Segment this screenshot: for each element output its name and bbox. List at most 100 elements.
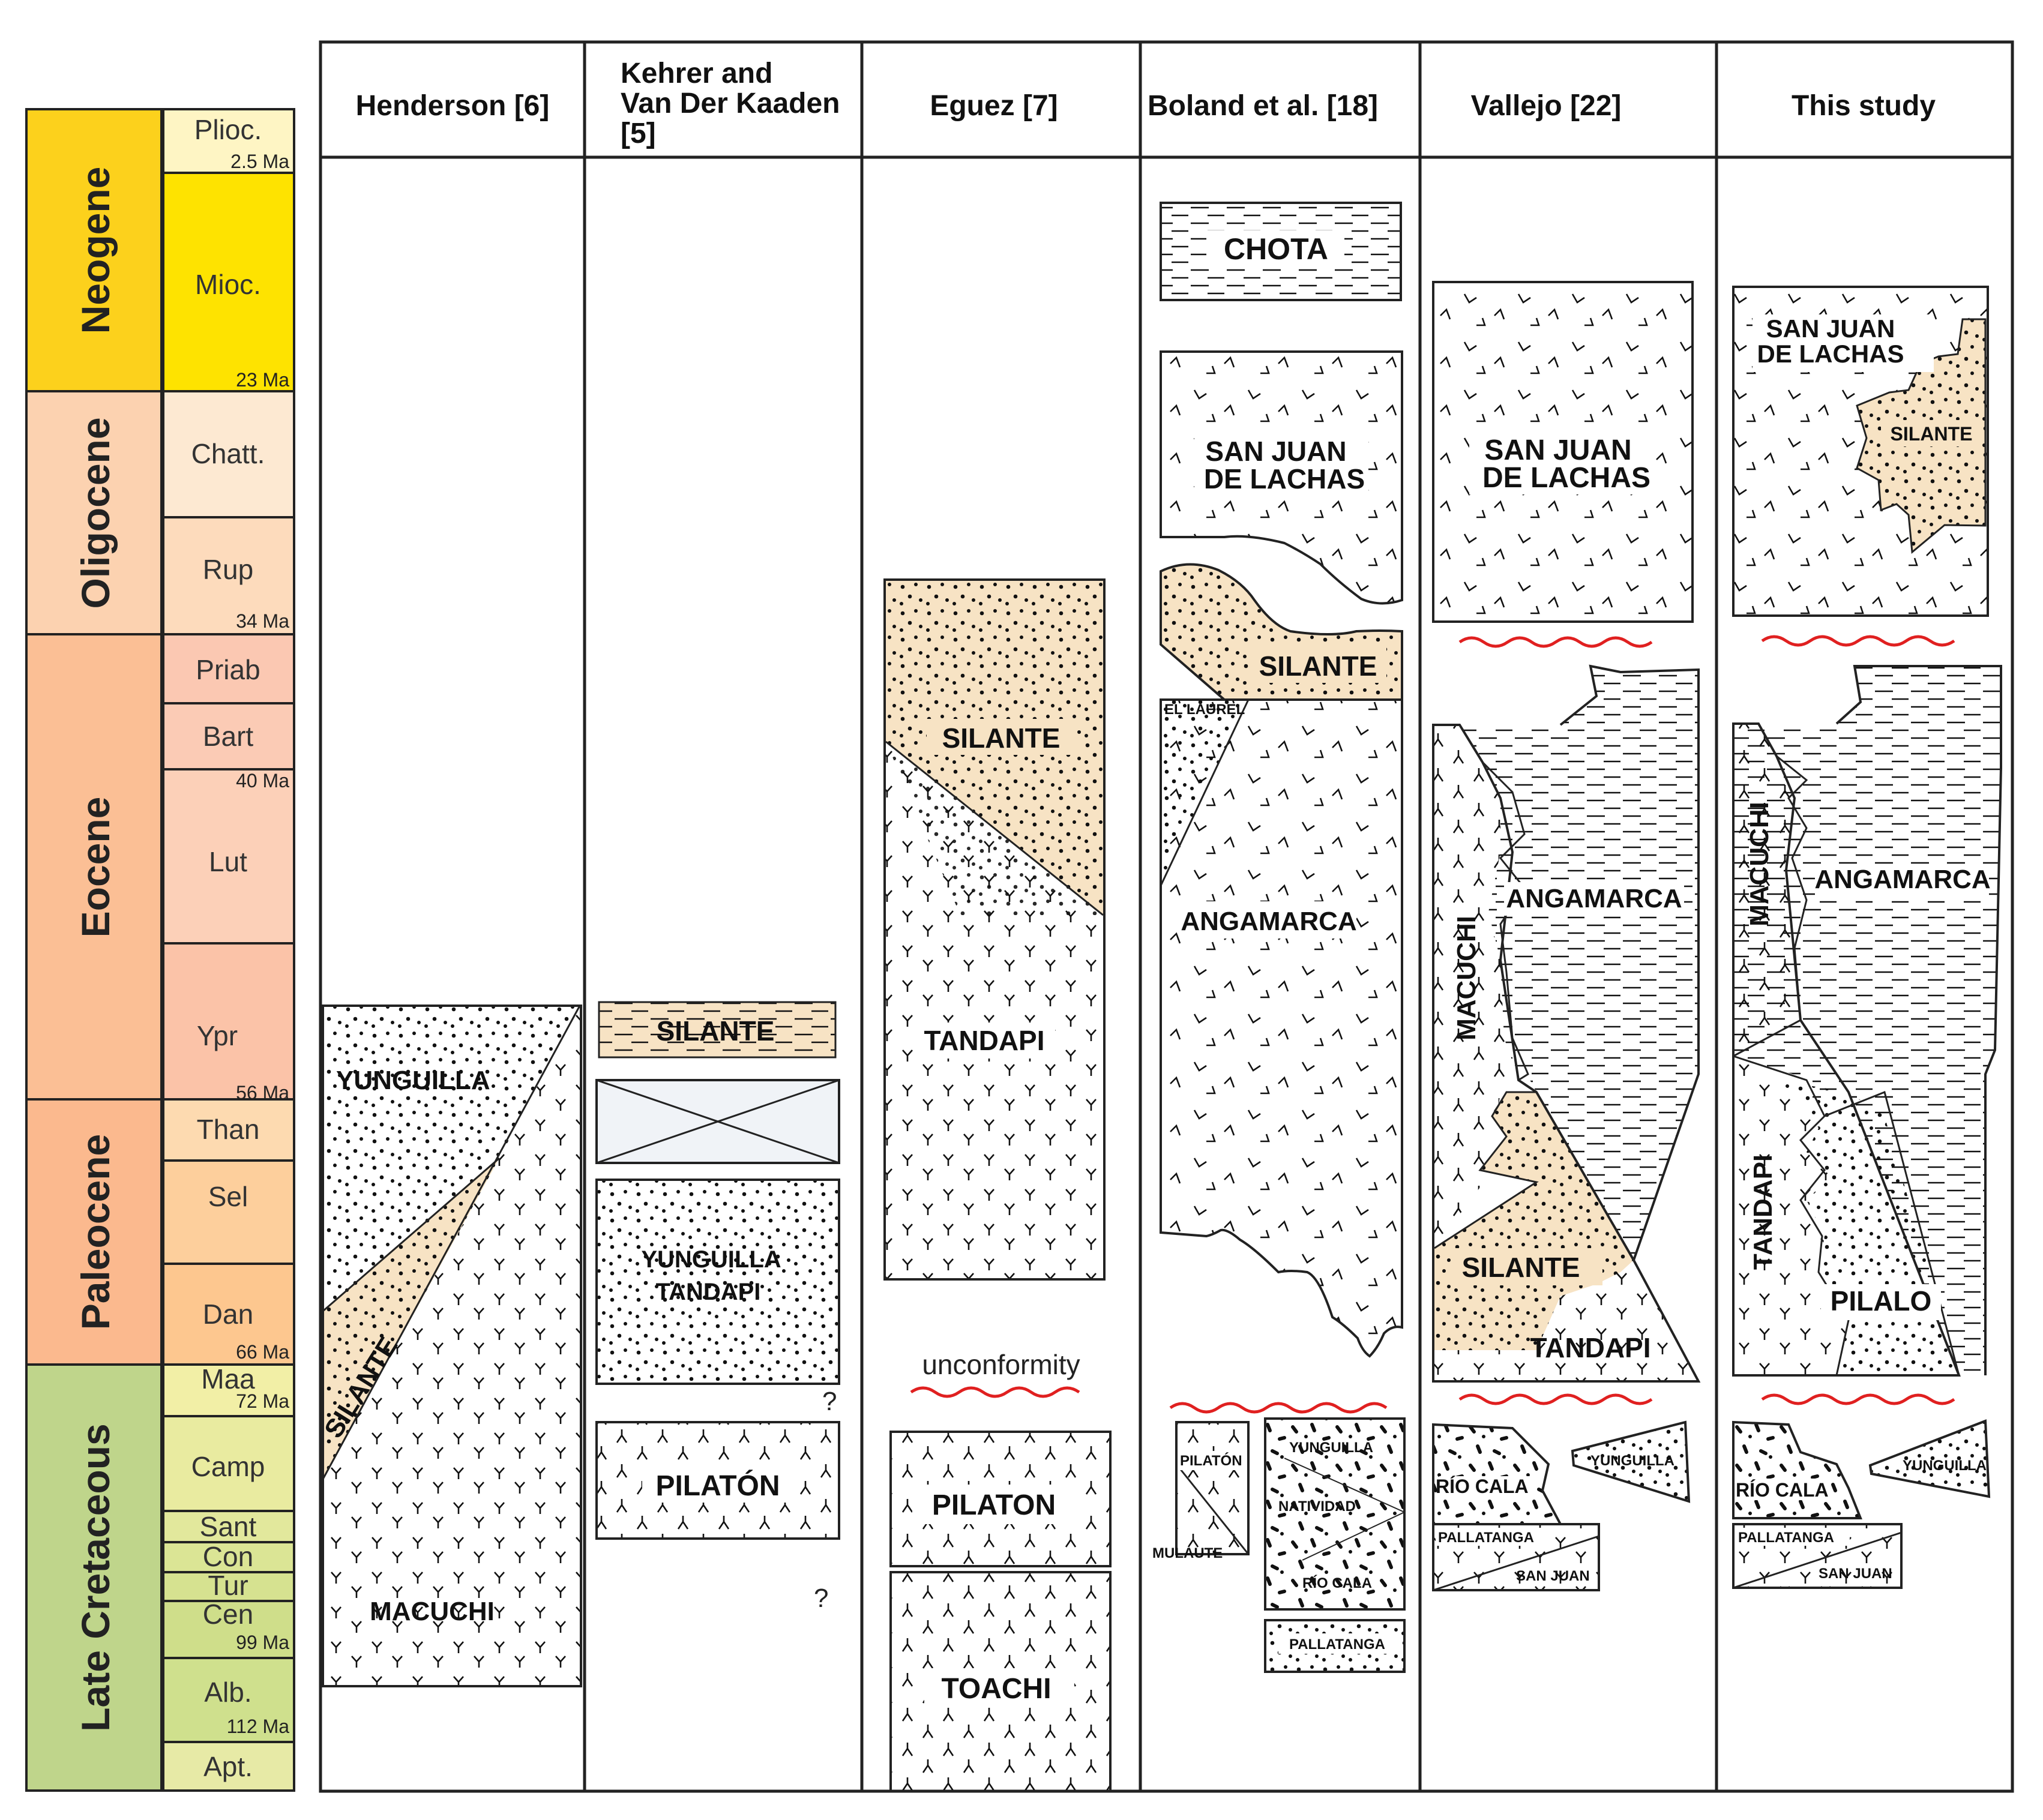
era-eocene	[25, 633, 163, 1101]
stage-plioc	[162, 108, 295, 174]
header-vallejo: Vallejo [22]	[1471, 90, 1622, 122]
henderson-macuchi-unit	[323, 1006, 580, 1685]
eguez-unconformity-line	[910, 1386, 1080, 1398]
study-riocala-unit	[1732, 1420, 1862, 1519]
header-henderson: Henderson [6]	[356, 90, 550, 122]
age-label-34: 34 Ma	[236, 610, 289, 632]
vallejo-unconformity-upper	[1458, 636, 1653, 648]
boland-chota-label: CHOTA	[1224, 232, 1328, 266]
age-label-40: 40 Ma	[236, 770, 289, 791]
vallejo-macuchi-label: MACUCHI	[1452, 916, 1481, 1041]
header-kehrer-line1: Kehrer and	[621, 58, 772, 89]
kehrer-pilaton-label: PILATÓN	[655, 1469, 780, 1502]
study-unconformity-lower	[1761, 1393, 1955, 1405]
vallejo-riocala-unit	[1432, 1423, 1563, 1525]
correlation-table: Henderson [6] Kehrer and Van Der Kaaden …	[319, 40, 2014, 1793]
boland-sanjuan-label-1: SAN JUAN	[1205, 436, 1346, 467]
eguez-unconformity-label: unconformity	[922, 1349, 1080, 1380]
vallejo-rio-cala-label: RÍO CALA	[1436, 1476, 1529, 1497]
henderson-yunguilla-unit	[323, 1006, 580, 1311]
eguez-pilaton-label: PILATON	[932, 1489, 1056, 1521]
eguez-toachi-label: TOACHI	[941, 1673, 1051, 1705]
stage-priab	[162, 633, 295, 704]
stage-tur	[162, 1571, 295, 1602]
stage-label-chatt: Chatt.	[191, 438, 265, 469]
vallejo-angamarca-unit	[1433, 666, 1698, 1260]
study-unconformity-upper	[1761, 635, 1955, 647]
study-pallatanga-label: PALLATANGA	[1738, 1530, 1834, 1546]
stage-label-than: Than	[197, 1114, 260, 1145]
stage-label-lut: Lut	[209, 846, 247, 877]
column-vallejo: SAN JUAN DE LACHAS ANGAMARCA MACUCHI SIL…	[1432, 281, 1701, 1591]
column-kehrer: SILANTE YUNGUILLA TANDAPI ? PILATÓN ?	[595, 1001, 840, 1613]
study-yunguilla-unit	[1868, 1419, 1991, 1498]
boland-pallatanga-label: PALLATANGA	[1289, 1636, 1385, 1653]
era-late-cretaceous	[25, 1363, 163, 1792]
column-eguez: SILANTE TANDAPI unconformity PILATON TOA…	[883, 578, 1112, 1792]
kehrer-silante-label: SILANTE	[657, 1015, 775, 1047]
stage-than	[162, 1098, 295, 1162]
stage-bart	[162, 702, 295, 770]
boland-el-laurel-label: EL LAUREL	[1164, 701, 1245, 718]
era-label-paleocene: Paleocene	[73, 1134, 118, 1330]
kehrer-yunguilla-label: YUNGUILLA	[641, 1246, 781, 1273]
vallejo-silante-unit	[1434, 1092, 1634, 1350]
stage-label-ypr: Ypr	[197, 1020, 238, 1051]
header-kehrer-line2: Van Der Kaaden	[621, 88, 840, 119]
kehrer-question-2: ?	[814, 1584, 828, 1613]
study-sanjuan-label-2: DE LACHAS	[1757, 340, 1904, 368]
study-san-juan-label: SAN JUAN	[1819, 1566, 1892, 1582]
era-paleocene	[25, 1098, 163, 1366]
age-label-112: 112 Ma	[227, 1716, 290, 1737]
column-boland: CHOTA SAN JUAN DE LACHAS SILANTE EL LAUR…	[1152, 202, 1406, 1673]
study-tandapi-label: TANDAPI	[1748, 1155, 1778, 1270]
era-label-late-cretaceous: Late Cretaceous	[73, 1423, 118, 1732]
stage-label-mioc: Mioc.	[195, 269, 261, 300]
study-angamarca-label: ANGAMARCA	[1814, 865, 1990, 894]
age-label-99: 99 Ma	[236, 1632, 289, 1653]
vallejo-tandapi-label: TANDAPI	[1530, 1332, 1650, 1363]
boland-angamarca-unit	[1160, 698, 1403, 1358]
stage-con	[162, 1541, 295, 1573]
study-silante-upper-label: SILANTE	[1891, 423, 1973, 445]
stage-label-apt: Apt.	[203, 1751, 253, 1782]
stage-label-camp: Camp	[191, 1451, 265, 1482]
vallejo-san-juan-label: SAN JUAN	[1516, 1568, 1590, 1584]
stage-label-bart: Bart	[203, 721, 254, 752]
study-yunguilla-label: YUNGUILLA	[1903, 1458, 1987, 1474]
stage-label-maa: Maa	[201, 1363, 255, 1395]
kehrer-yunguilla-tandapi-unit	[595, 1179, 840, 1385]
header-kehrer-line3: [5]	[621, 118, 656, 149]
stage-label-plioc: Plioc.	[194, 114, 262, 145]
study-sanjuan-label-1: SAN JUAN	[1766, 314, 1895, 343]
age-label-72: 72 Ma	[236, 1390, 289, 1412]
stage-lut	[162, 768, 295, 945]
stage-apt	[162, 1741, 295, 1792]
header-eguez: Eguez [7]	[930, 90, 1058, 122]
vallejo-pallatanga-label: PALLATANGA	[1438, 1530, 1534, 1546]
stage-label-cen: Cen	[203, 1599, 253, 1630]
vallejo-sanjuan-label-2: DE LACHAS	[1482, 462, 1650, 494]
age-label-56: 56 Ma	[236, 1082, 289, 1104]
age-label-2-5: 2.5 Ma	[230, 151, 289, 172]
vallejo-tandapi-unit	[1434, 1260, 1698, 1381]
vallejo-unconformity-lower	[1458, 1393, 1653, 1405]
stage-label-sant: Sant	[200, 1511, 257, 1542]
stage-maa	[162, 1363, 295, 1417]
stage-label-sel: Sel	[208, 1181, 248, 1212]
boland-natividad-label: NATIVIDAD	[1278, 1498, 1356, 1515]
header-boland: Boland et al. [18]	[1148, 90, 1378, 122]
kehrer-question-1: ?	[822, 1387, 837, 1416]
time-scale: Neogene Oligocene Eocene Paleocene Late …	[25, 108, 295, 1792]
stage-chatt	[162, 390, 295, 518]
boland-yunguilla-natividad-riocala-unit	[1264, 1417, 1406, 1611]
henderson-yunguilla-label: YUNGUILLA	[336, 1066, 490, 1095]
vallejo-yunguilla-label: YUNGUILLA	[1590, 1453, 1674, 1469]
stage-label-rup: Rup	[203, 554, 253, 585]
vallejo-yunguilla-unit	[1571, 1420, 1691, 1503]
boland-yunguilla-label: YUNGUILLA	[1289, 1440, 1373, 1456]
eguez-silante-label: SILANTE	[942, 722, 1061, 754]
vallejo-silante-label: SILANTE	[1462, 1252, 1580, 1283]
stage-label-con: Con	[203, 1541, 253, 1572]
